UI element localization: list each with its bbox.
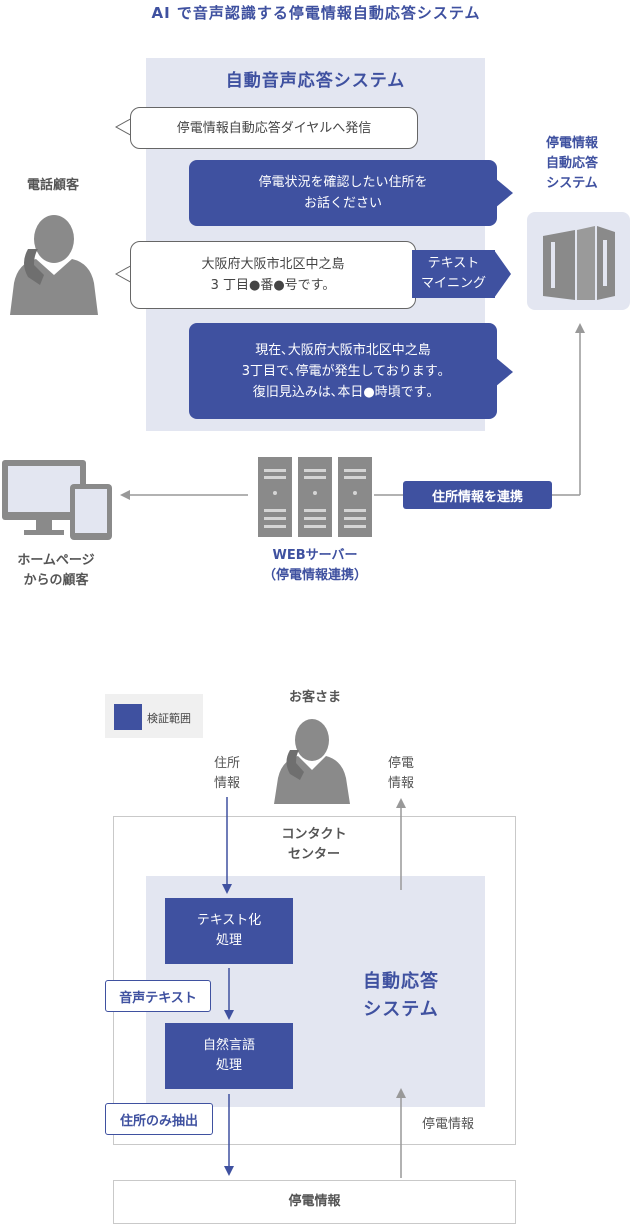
computer-tablet-icon: [2, 460, 112, 540]
legend-swatch: [114, 704, 142, 730]
outage-info-up-label: 停電 情報: [387, 756, 414, 791]
outage-info-right-label: 停電情報: [421, 1117, 474, 1132]
text-conversion-box: テキスト化 処理: [165, 898, 293, 964]
nlp-box: 自然言語 処理: [165, 1023, 293, 1089]
contact-center-label: コンタクト センター: [281, 827, 347, 862]
address-link-tag: 住所情報を連携: [403, 481, 552, 509]
call-bubble: 停電情報自動応答ダイヤルへ発信: [130, 107, 418, 149]
phone-customer-icon: [10, 215, 98, 315]
customer-icon: [274, 719, 350, 804]
address-reply-bubble: 大阪府大阪市北区中之島 3 丁目●番●号です。: [130, 241, 416, 309]
auto-system-label: 自動応答 システム: [363, 971, 439, 1020]
outage-info-box: [113, 1180, 516, 1224]
text-mining-arrow: [494, 250, 511, 298]
bubble-tail-right-2: [495, 178, 513, 208]
ask-address-bubble: 停電状況を確認したい住所を お話ください: [189, 160, 497, 226]
legend-label: 検証範囲: [147, 712, 191, 725]
address-only-tag: 住所のみ抽出: [105, 1103, 213, 1135]
phone-customer-label: 電話顧客: [26, 178, 79, 193]
outage-info-bottom-label: 停電情報: [288, 1194, 341, 1209]
top-connector-lines: [120, 323, 585, 500]
diagram-title: AI で音声認識する停電情報自動応答システム: [151, 4, 481, 22]
customer-label: お客さま: [288, 690, 341, 705]
address-info-label: 住所 情報: [213, 756, 240, 791]
voice-text-tag: 音声テキスト: [105, 980, 211, 1012]
homepage-customer-label: ホームページ からの顧客: [17, 553, 95, 588]
web-server-icon: [258, 457, 372, 537]
outage-status-bubble: 現在､大阪府大阪市北区中之島 3丁目で､停電が発生しております｡ 復旧見込みは､…: [189, 323, 497, 419]
text-mining-tag: テキスト マイニング: [412, 250, 495, 298]
system-server-icon: [543, 226, 615, 300]
web-server-label: WEBサーバー （停電情報連携）: [262, 548, 367, 583]
auto-response-system-label: 停電情報 自動応答 システム: [545, 136, 598, 191]
bubble-tail-right-4: [495, 357, 513, 387]
voice-response-panel-title: 自動音声応答システム: [225, 71, 406, 91]
